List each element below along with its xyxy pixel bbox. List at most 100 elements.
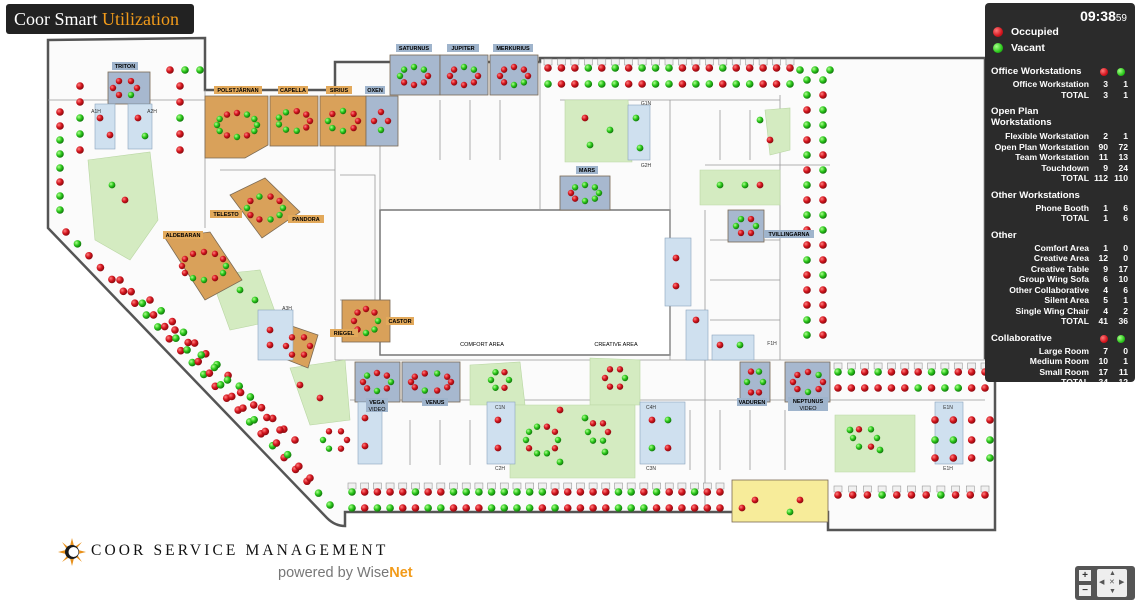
workstation-chair[interactable] xyxy=(398,504,407,512)
workstation-chair[interactable] xyxy=(551,488,559,496)
workstation-chair[interactable] xyxy=(736,341,744,349)
workstation-chair[interactable] xyxy=(819,121,827,129)
workstation-chair[interactable] xyxy=(803,166,811,174)
workstation-chair[interactable] xyxy=(194,357,203,366)
workstation-chair[interactable] xyxy=(460,63,468,71)
workstation-chair[interactable] xyxy=(819,181,827,189)
workstation-chair[interactable] xyxy=(127,77,135,85)
workstation-chair[interactable] xyxy=(678,504,686,512)
workstation-chair[interactable] xyxy=(665,504,674,512)
workstation-chair[interactable] xyxy=(513,488,521,496)
workstation-chair[interactable] xyxy=(470,79,478,86)
workstation-chair[interactable] xyxy=(293,107,300,115)
workstation-chair[interactable] xyxy=(181,269,189,277)
workstation-chair[interactable] xyxy=(538,488,547,496)
workstation-chair[interactable] xyxy=(811,66,819,74)
workstation-chair[interactable] xyxy=(819,241,827,249)
workstation-chair[interactable] xyxy=(131,299,139,308)
workstation-chair[interactable] xyxy=(339,107,347,115)
workstation-chair[interactable] xyxy=(860,384,869,392)
workstation-chair[interactable] xyxy=(794,385,801,393)
workstation-chair[interactable] xyxy=(109,84,117,92)
workstation-chair[interactable] xyxy=(745,64,754,72)
workstation-chair[interactable] xyxy=(243,132,251,139)
workstation-chair[interactable] xyxy=(737,229,745,237)
workstation-chair[interactable] xyxy=(834,491,842,499)
workstation-chair[interactable] xyxy=(703,504,712,512)
workstation-chair[interactable] xyxy=(176,98,184,106)
workstation-chair[interactable] xyxy=(116,276,124,284)
workstation-chair[interactable] xyxy=(848,491,857,499)
workstation-chair[interactable] xyxy=(266,326,274,334)
workstation-chair[interactable] xyxy=(967,436,976,444)
workstation-chair[interactable] xyxy=(76,98,84,106)
workstation-chair[interactable] xyxy=(251,127,258,135)
workstation-chair[interactable] xyxy=(931,436,939,444)
workstation-chair[interactable] xyxy=(371,326,378,333)
workstation-chair[interactable] xyxy=(282,126,290,133)
workstation-chair[interactable] xyxy=(672,254,680,262)
workstation-chair[interactable] xyxy=(492,384,499,391)
workstation-chair[interactable] xyxy=(183,346,191,354)
workstation-chair[interactable] xyxy=(210,363,219,372)
workstation-chair[interactable] xyxy=(319,436,327,444)
workstation-chair[interactable] xyxy=(354,117,362,125)
workstation-chair[interactable] xyxy=(157,306,165,315)
workstation-chair[interactable] xyxy=(755,389,763,396)
workstation-chair[interactable] xyxy=(235,382,244,390)
workstation-chair[interactable] xyxy=(941,384,949,392)
workstation-chair[interactable] xyxy=(233,109,241,117)
workstation-chair[interactable] xyxy=(967,416,976,424)
workstation-chair[interactable] xyxy=(803,271,811,279)
pan-up-icon[interactable]: ▲ xyxy=(1109,570,1116,577)
workstation-chair[interactable] xyxy=(589,488,597,496)
workstation-chair[interactable] xyxy=(62,228,70,236)
workstation-chair[interactable] xyxy=(703,488,712,496)
workstation-chair[interactable] xyxy=(176,130,184,138)
workstation-chair[interactable] xyxy=(474,72,482,80)
workstation-chair[interactable] xyxy=(283,450,292,459)
workstation-chair[interactable] xyxy=(500,488,509,496)
workstation-chair[interactable] xyxy=(834,368,842,376)
zoom-in-button[interactable]: + xyxy=(1079,570,1091,581)
workstation-chair[interactable] xyxy=(141,132,149,140)
workstation-chair[interactable] xyxy=(601,374,609,382)
workstation-chair[interactable] xyxy=(200,276,208,284)
workstation-chair[interactable] xyxy=(819,331,827,339)
workstation-chair[interactable] xyxy=(819,301,827,309)
workstation-chair[interactable] xyxy=(627,504,635,512)
workstation-chair[interactable] xyxy=(251,296,259,304)
workstation-chair[interactable] xyxy=(216,381,225,389)
workstation-chair[interactable] xyxy=(786,64,794,72)
workstation-chair[interactable] xyxy=(386,488,394,496)
workstation-chair[interactable] xyxy=(954,368,963,376)
workstation-chair[interactable] xyxy=(487,488,496,496)
workstation-chair[interactable] xyxy=(326,501,334,509)
workstation-chair[interactable] xyxy=(181,255,189,263)
workstation-chair[interactable] xyxy=(743,378,751,386)
workstation-chair[interactable] xyxy=(789,378,797,386)
workstation-chair[interactable] xyxy=(796,496,804,504)
workstation-chair[interactable] xyxy=(819,226,827,234)
workstation-chair[interactable] xyxy=(246,393,255,401)
workstation-chair[interactable] xyxy=(133,84,141,92)
workstation-chair[interactable] xyxy=(954,384,963,392)
workstation-chair[interactable] xyxy=(325,428,333,435)
workstation-chair[interactable] xyxy=(914,368,922,376)
workstation-chair[interactable] xyxy=(692,316,700,324)
workstation-chair[interactable] xyxy=(282,342,290,350)
workstation-chair[interactable] xyxy=(567,189,575,197)
workstation-chair[interactable] xyxy=(737,215,745,223)
workstation-chair[interactable] xyxy=(847,368,856,376)
workstation-chair[interactable] xyxy=(766,136,774,144)
workstation-chair[interactable] xyxy=(501,384,508,391)
workstation-chair[interactable] xyxy=(887,384,896,392)
workstation-chair[interactable] xyxy=(500,79,508,86)
workstation-chair[interactable] xyxy=(462,488,471,496)
workstation-chair[interactable] xyxy=(803,121,811,129)
workstation-chair[interactable] xyxy=(211,274,219,282)
pan-reset-icon[interactable]: ✕ xyxy=(1109,579,1115,586)
workstation-chair[interactable] xyxy=(316,394,324,402)
workstation-chair[interactable] xyxy=(197,351,206,359)
